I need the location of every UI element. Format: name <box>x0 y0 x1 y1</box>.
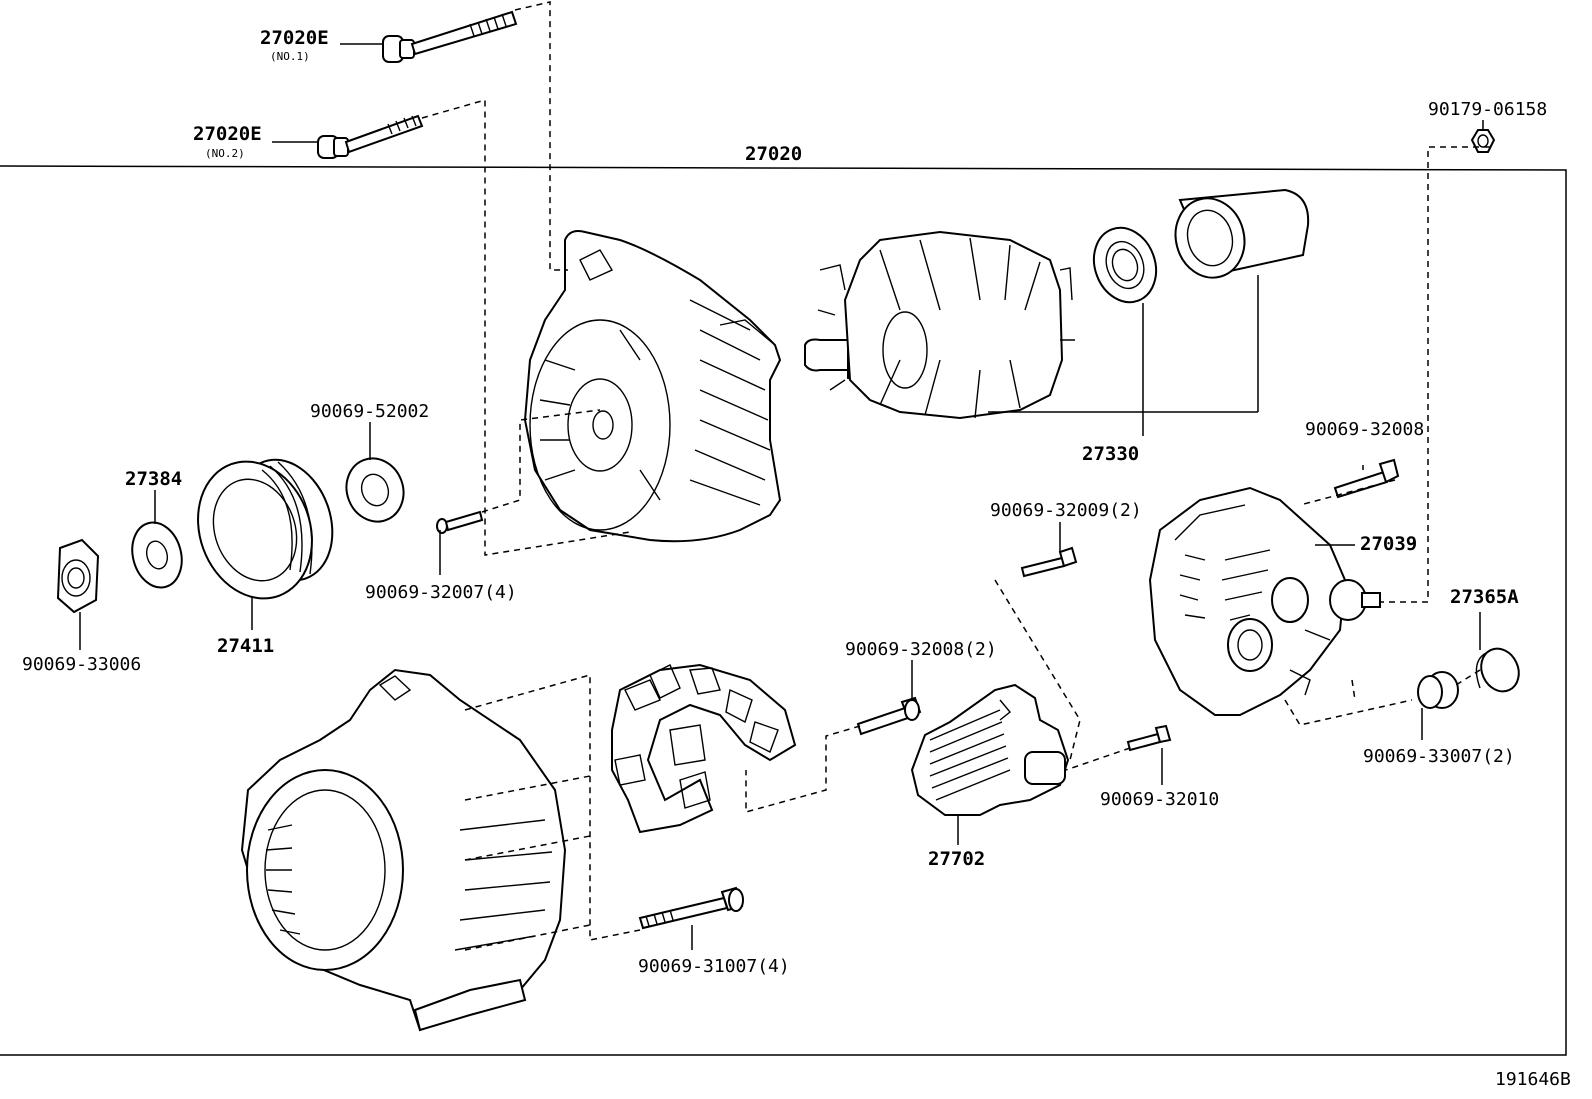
terminal-nut-part <box>1470 129 1496 153</box>
bolt-no2-part <box>317 114 424 159</box>
regulator-part <box>910 683 1070 816</box>
label-bolt-no1-note: (NO.1) <box>270 50 310 63</box>
label-assembly: 27020 <box>745 143 802 165</box>
label-bolt-no2-note: (NO.2) <box>205 147 245 160</box>
rotor-bearing-cover-part <box>1174 188 1310 279</box>
brush-holder-part <box>611 663 797 834</box>
rotor-bearing-part <box>1092 226 1158 304</box>
pulley-part <box>197 458 334 600</box>
leader-lines <box>79 43 1484 950</box>
label-rear-cover: 27039 <box>1360 533 1417 555</box>
label-pulley: 27411 <box>217 635 274 657</box>
drive-end-bolt-part <box>638 886 744 930</box>
label-pulley-nut: 90069-33006 <box>22 654 141 675</box>
rectifier-end-frame-part <box>240 668 567 1032</box>
alignment-dashes <box>421 1 1490 951</box>
regulator-screw-part <box>1020 546 1078 578</box>
label-spacer: 90069-52002 <box>310 401 429 422</box>
label-terminal-insulator: 27365A <box>1450 586 1519 608</box>
label-front-screw: 90069-32007(4) <box>365 582 517 603</box>
label-bolt-no1: 27020E <box>260 27 329 49</box>
rear-cover-part <box>1148 486 1381 716</box>
label-figure-id: 191646B <box>1495 1069 1571 1090</box>
label-terminal-nut: 90179-06158 <box>1428 99 1547 120</box>
label-drive-end-bolt: 90069-31007(4) <box>638 956 790 977</box>
pulley-nut-part <box>56 538 100 614</box>
label-rotor: 27330 <box>1082 443 1139 465</box>
rear-cover-screw-part <box>1333 458 1400 499</box>
bolt-no1-part <box>382 10 518 63</box>
label-rear-nut: 90069-33007(2) <box>1363 746 1515 767</box>
label-collar: 27384 <box>125 468 182 490</box>
brush-holder-screw-part <box>856 696 922 736</box>
rotor-part <box>804 230 1075 420</box>
callout-labels: 27020E (NO.1) 27020E (NO.2) 27020 90179-… <box>22 27 1571 1090</box>
label-regulator: 27702 <box>928 848 985 870</box>
rear-nut-part <box>1417 671 1459 709</box>
drive-end-frame-part <box>523 230 782 543</box>
regulator-screw-2-part <box>1126 724 1172 752</box>
label-bolt-no2: 27020E <box>193 123 262 145</box>
label-rear-cover-screw: 90069-32008 <box>1305 419 1424 440</box>
terminal-insulator-part <box>1475 647 1520 693</box>
assembly-frame <box>0 165 1567 1056</box>
front-screw-part <box>436 510 484 534</box>
spacer-part <box>345 457 405 523</box>
label-regulator-screw: 90069-32009(2) <box>990 500 1142 521</box>
label-brush-holder-screw: 90069-32008(2) <box>845 639 997 660</box>
label-regulator-screw-2: 90069-32010 <box>1100 789 1219 810</box>
collar-part <box>131 521 183 589</box>
